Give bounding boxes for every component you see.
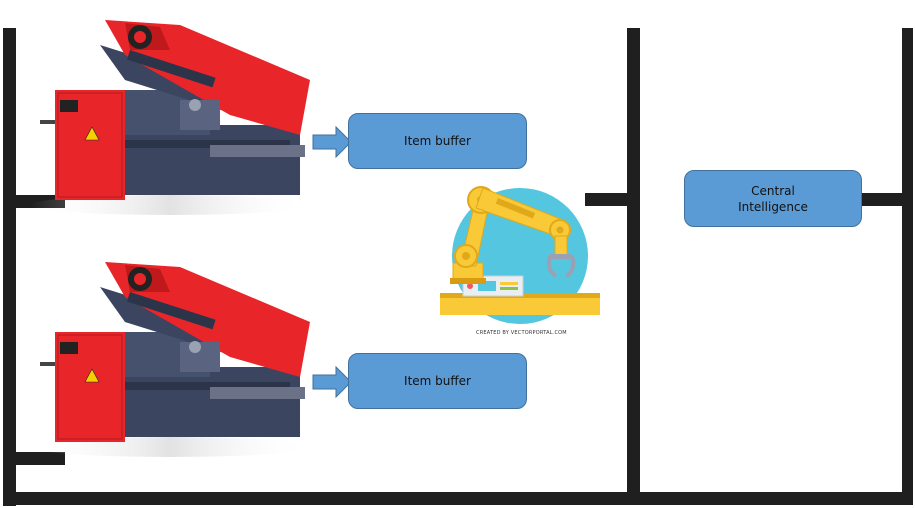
robot-credit-text: CREATED BY VECTORPORTAL.COM (476, 330, 567, 336)
central-intelligence-box: Central Intelligence (684, 170, 862, 227)
bandsaw-machine-bottom (30, 262, 310, 457)
arrow-to-buffer-top (312, 126, 352, 158)
arrow-to-buffer-bottom (312, 366, 352, 398)
connector-central (862, 193, 904, 206)
connector-robot-zone (585, 193, 629, 206)
robot-arm-illustration (440, 186, 600, 324)
left-wall (3, 28, 16, 506)
bottom-wall (3, 492, 913, 505)
shelf-lower (3, 452, 65, 465)
item-buffer-top: Item buffer (348, 113, 527, 169)
bandsaw-machine-top (30, 20, 310, 215)
right-wall (902, 28, 913, 498)
item-buffer-bottom: Item buffer (348, 353, 527, 409)
middle-divider-wall (627, 28, 640, 498)
